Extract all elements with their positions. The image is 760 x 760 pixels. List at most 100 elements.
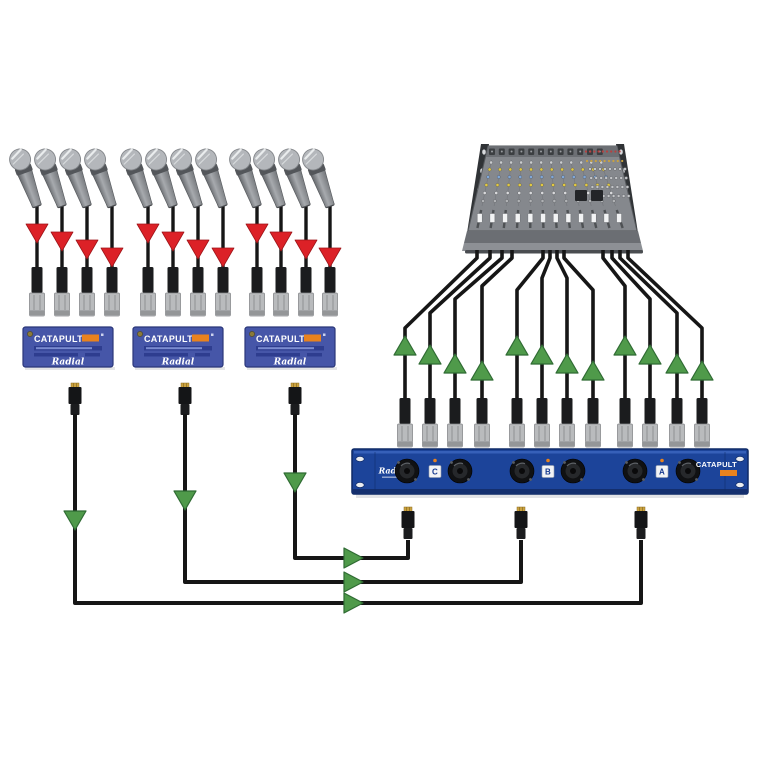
detail [298,310,314,316]
knob-icon [593,167,597,171]
mixer-fader [565,213,572,223]
knob-icon [507,175,512,179]
mixer-fader [514,213,521,223]
rack-port-label: A [655,458,669,478]
mic-head [9,148,32,171]
ethercon-connector [675,458,701,484]
signal-arrow-down-red-icon [318,247,342,268]
microphone-group-layer [9,148,342,317]
radial-logo: Radial [51,358,85,368]
ethercon-connector [447,458,473,484]
connector-sheen [681,462,692,467]
detail [165,310,181,316]
mic-head-highlight [304,148,315,160]
mic-head-highlight [305,153,318,165]
knob-icon [516,199,521,203]
rj45-plug [288,382,302,415]
mixer-channel-strip [549,159,559,229]
mixer-fader [502,213,508,223]
signal-arrow-up-icon [665,353,689,374]
knob-icon [613,167,617,171]
rj45-plug [634,506,648,539]
knob-icon [505,191,510,195]
ethercon-connector [509,458,535,484]
xlr-connector [298,267,314,317]
model-badge [304,334,321,342]
flange-screw-icon [397,461,400,464]
knob-icon [561,175,565,179]
rj45-boot [180,404,190,415]
led-icon [594,159,597,163]
microphone [278,148,311,209]
knob-icon [539,175,544,179]
knob-icon [506,183,511,187]
detail [140,310,156,316]
xlr-connector [322,267,338,317]
ethercon-connector [622,458,648,484]
logo-subtext-blur [382,476,404,478]
rail-hole [482,149,486,155]
xlr-connector [79,267,95,317]
mixer-channel-strip [502,159,513,229]
mixer-xlr-tail [443,250,504,448]
mixer-xlr-tail [470,250,514,448]
microphone [59,148,92,209]
cat5-run [283,382,415,569]
mic-head-highlight [86,148,97,160]
mic-channel [145,148,185,317]
mic-head-highlight [198,153,211,165]
shadow [356,494,744,498]
mixer-fader [540,213,546,223]
knob-icon [481,199,485,203]
xlr-boot [399,398,411,424]
mic-head-highlight [232,153,245,165]
flange-screw-icon [467,478,470,481]
knob-icon [539,167,544,172]
connector-port [570,468,576,474]
xlr-boot [324,267,336,293]
port-letter: C [432,468,438,477]
flange-screw-icon [580,478,583,481]
knob-icon [603,167,607,171]
mic-body [310,169,335,208]
knob-icon [599,176,603,180]
signal-arrow-down-red-icon [136,223,160,244]
strip-line [560,159,568,207]
mic-head-highlight [12,153,25,165]
xlr-boot [106,267,118,293]
knob-icon [551,183,555,187]
mic-head-highlight [147,148,158,160]
xlr-connector [694,398,710,448]
spec-strip [144,353,188,357]
trademark-mark [211,333,214,336]
microphone [229,148,262,209]
knob-icon [550,175,555,179]
rj45-plug [514,506,528,539]
detail [509,441,525,447]
mixer-cable [626,250,704,400]
jack-pin [510,150,513,153]
cat5-run [173,382,528,593]
strip-line [580,159,592,207]
signal-arrow-up-icon [555,353,579,374]
knob-icon [594,176,598,180]
xlr-connector [165,267,181,317]
xlr-connector [474,398,490,448]
jack-pin [520,150,523,153]
knob-icon [595,185,600,189]
mic-head-highlight [281,153,294,165]
signal-arrow-down-red-icon [161,231,185,252]
knob-icon [621,194,626,198]
mixer-cable [601,250,627,400]
mic-channel [84,148,124,317]
jack-pin [530,150,533,153]
mixer-fader [527,213,534,223]
knob-icon [519,160,523,165]
mic-head [120,148,143,171]
knob-icon [563,191,568,195]
mixer-channel-strip [539,159,546,229]
xlr-boot [587,398,599,424]
led-icon [610,150,613,153]
mic-head-highlight [197,148,208,160]
